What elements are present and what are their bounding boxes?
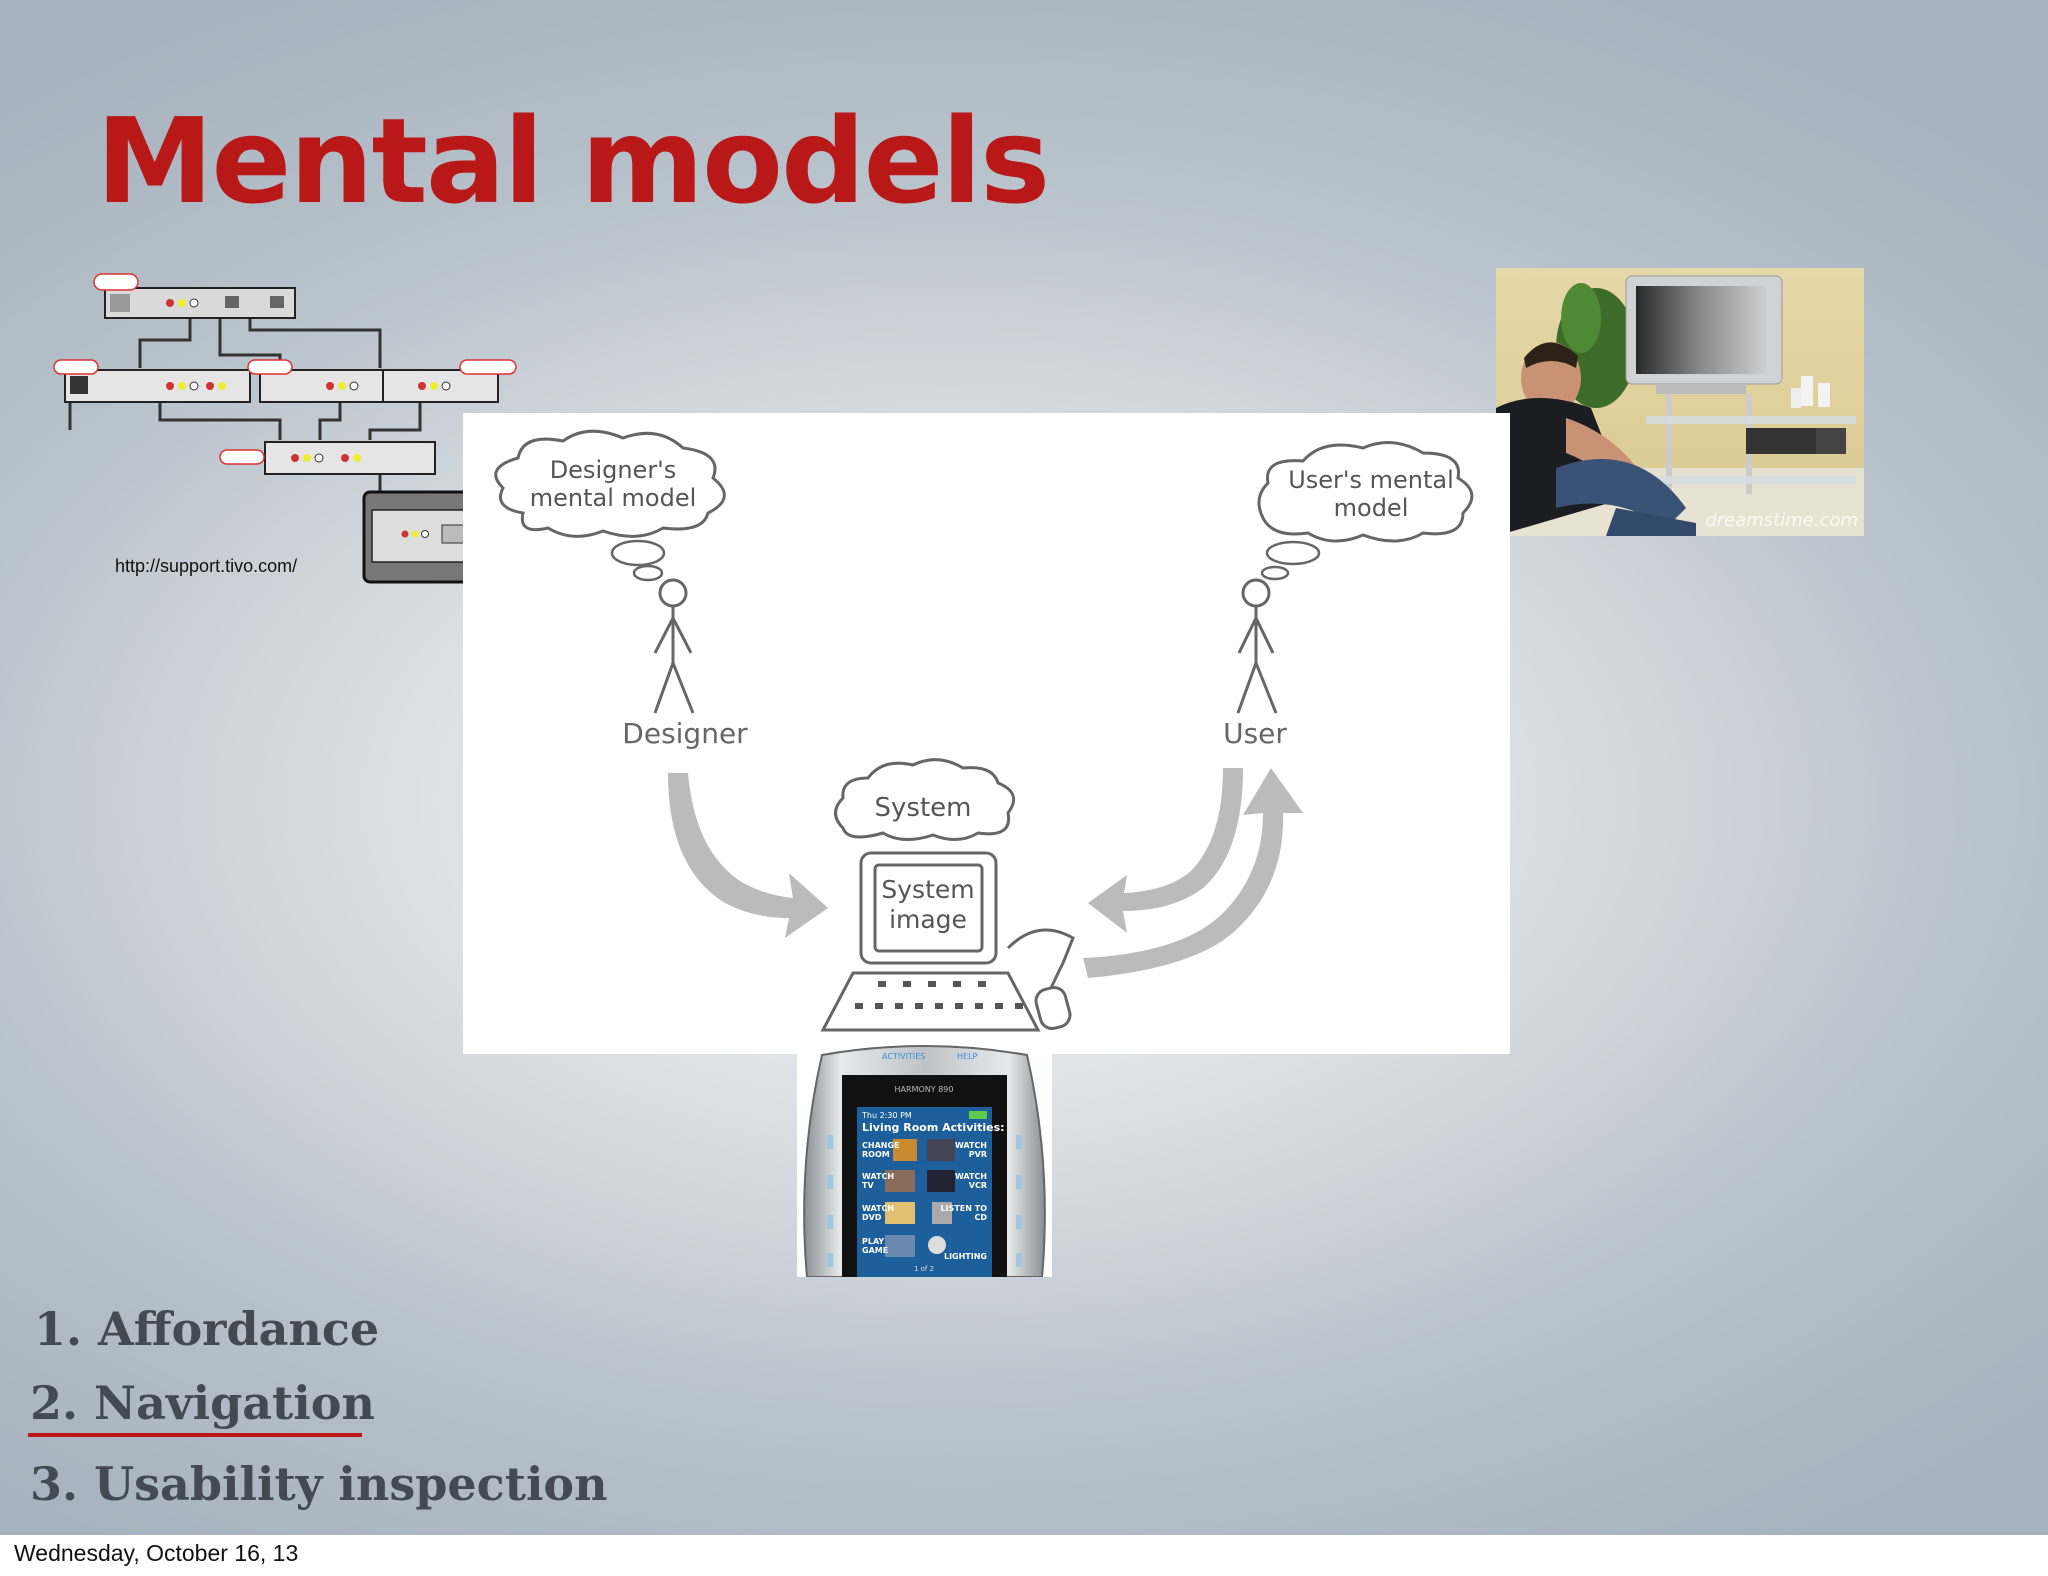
svg-text:Designer's: Designer's	[550, 456, 677, 484]
svg-text:WATCH: WATCH	[862, 1172, 894, 1181]
svg-text:LIGHTING: LIGHTING	[944, 1252, 987, 1261]
svg-text:PLAY: PLAY	[862, 1237, 884, 1246]
flow-arrows	[668, 768, 1303, 978]
designer-figure	[653, 578, 695, 714]
svg-text:mental model: mental model	[530, 484, 697, 512]
user-thought-cloud: User's mental model	[1257, 441, 1474, 581]
system-cloud: System	[834, 758, 1016, 841]
svg-text:System: System	[875, 793, 972, 823]
source-url: http://support.tivo.com/	[115, 556, 298, 576]
toc-item-usability-inspection: 3. Usability inspection	[30, 1457, 608, 1511]
svg-text:TV: TV	[862, 1181, 874, 1190]
svg-text:ROOM: ROOM	[862, 1150, 890, 1159]
svg-text:DVD: DVD	[862, 1213, 882, 1222]
user-figure	[1236, 578, 1278, 714]
svg-text:WATCH: WATCH	[955, 1172, 987, 1181]
slide-title: Mental models	[96, 92, 1050, 230]
designer-thought-cloud: Designer's mental model	[494, 429, 726, 582]
remote-tab-help: HELP	[957, 1052, 978, 1061]
toc-item-navigation: 2. Navigation	[30, 1376, 375, 1430]
svg-text:User's mental: User's mental	[1288, 466, 1454, 494]
remote-time: Thu 2:30 PM	[861, 1111, 912, 1120]
remote-heading: Living Room Activities:	[862, 1121, 1005, 1134]
footer-date: Wednesday, October 16, 13	[14, 1540, 299, 1566]
current-section-underline	[28, 1433, 362, 1437]
cable-box-tag	[93, 273, 139, 291]
remote-model: HARMONY 890	[895, 1085, 954, 1094]
remote-tab-activities: ACTIVITIES	[882, 1052, 925, 1061]
slide-background: Mental models	[0, 0, 2048, 1535]
photo-man-watching-tv: dreamstime.com	[1496, 268, 1864, 536]
svg-text:GAME: GAME	[862, 1246, 888, 1255]
svg-text:LISTEN TO: LISTEN TO	[941, 1204, 988, 1213]
computer-system-image	[820, 851, 1075, 1032]
system-image-label-1: System	[881, 875, 974, 904]
toc-item-affordance: 1. Affordance	[34, 1302, 380, 1356]
svg-text:PVR: PVR	[969, 1150, 987, 1159]
svg-text:model: model	[1334, 494, 1409, 522]
svg-text:WATCH: WATCH	[955, 1141, 987, 1150]
harmony-remote-image: ACTIVITIES HELP HARMONY 890 Thu 2:30 PM …	[797, 1045, 1052, 1278]
svg-text:CD: CD	[974, 1213, 987, 1222]
svg-text:CHANGE: CHANGE	[862, 1141, 899, 1150]
footer-bar	[0, 1535, 2048, 1576]
svg-text:WATCH: WATCH	[862, 1204, 894, 1213]
keyboard-keys	[855, 981, 1023, 1009]
photo-watermark: dreamstime.com	[1705, 510, 1858, 531]
user-label: User	[1223, 717, 1287, 750]
designer-label: Designer	[622, 717, 748, 750]
wiring-diagram-image	[50, 270, 520, 590]
remote-page: 1 of 2	[914, 1265, 934, 1273]
svg-text:VCR: VCR	[969, 1181, 987, 1190]
mental-model-diagram: Designer's mental model Designer User's …	[463, 413, 1510, 1054]
system-image-label-2: image	[889, 905, 967, 934]
